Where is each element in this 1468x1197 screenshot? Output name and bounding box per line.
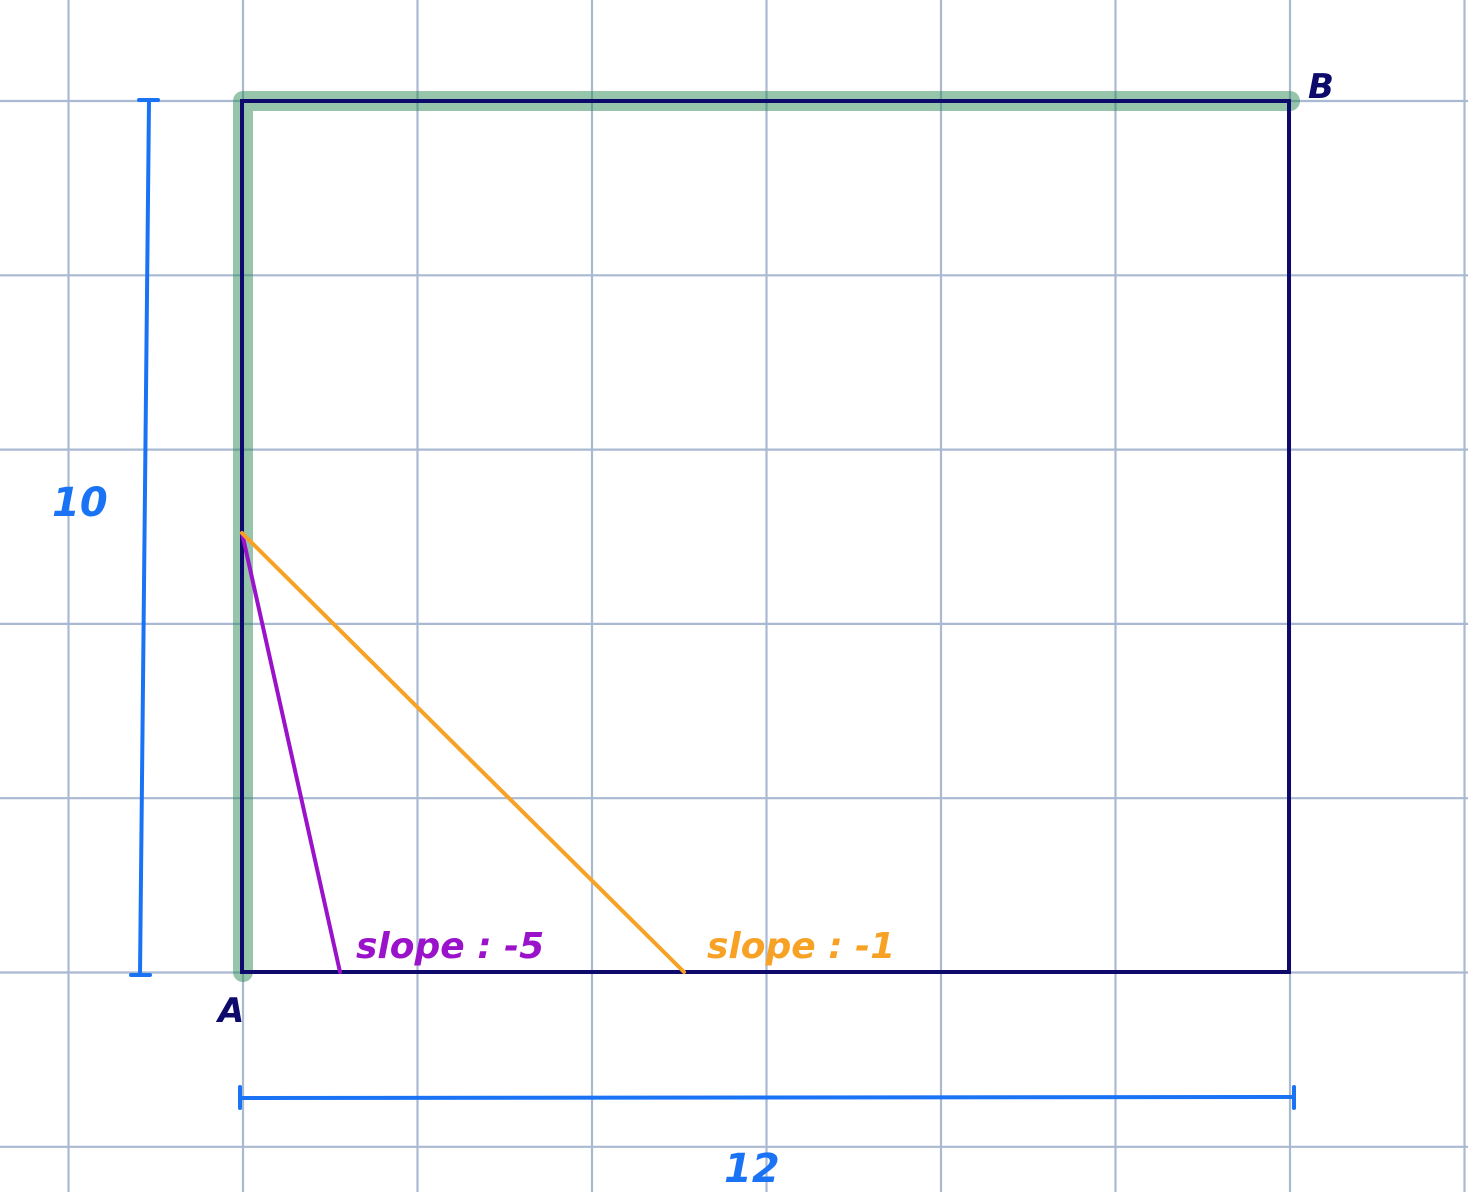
purple-slope-line	[240, 531, 342, 974]
orange-slope-line	[240, 531, 686, 974]
width-value-label: 12	[724, 1146, 780, 1192]
height-dimension	[129, 98, 160, 977]
point-b-label: B	[1308, 67, 1334, 107]
orange-slope-label: slope : -1	[707, 926, 895, 967]
purple-slope-label: slope : -5	[356, 926, 544, 967]
height-value-label: 10	[52, 480, 108, 526]
width-dimension	[238, 1085, 1296, 1110]
point-a-label: A	[215, 991, 244, 1031]
